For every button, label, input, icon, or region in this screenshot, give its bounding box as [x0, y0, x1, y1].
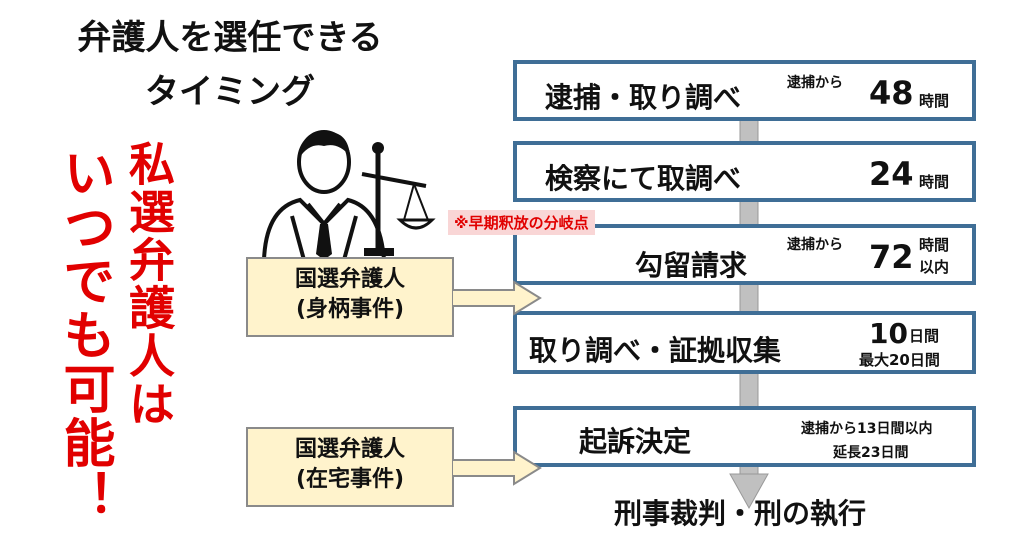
- court-lawyer-at-home: 国選弁護人 (在宅事件): [246, 427, 454, 507]
- step-line2: 延長23日間: [833, 445, 909, 461]
- step-prosecutor: 検察にて取調べ 24 時間: [513, 141, 976, 202]
- step-unit-line2: 以内: [919, 258, 950, 276]
- lawyer-line1: 国選弁護人: [294, 437, 405, 462]
- step-label: 起訴決定: [579, 425, 692, 458]
- scales-icon: [361, 142, 436, 256]
- step-label: 逮捕・取り調べ: [545, 81, 742, 114]
- step-unit: 時間: [919, 173, 950, 191]
- step-arrest: 逮捕・取り調べ 逮捕から 48 時間: [513, 60, 976, 121]
- flow-arrow: [729, 118, 769, 510]
- step-number: 24: [869, 155, 914, 193]
- step-sub: 最大20日間: [859, 351, 940, 369]
- page-title-line1: 弁護人を選任できる: [77, 18, 383, 58]
- slogan-private-lawyer: 私選弁護人は: [122, 140, 176, 428]
- lawyer-line2: (在宅事件): [295, 467, 405, 492]
- step-label: 取り調べ・証拠収集: [529, 334, 782, 367]
- slogan-anytime: いつでも可能！: [54, 146, 114, 524]
- step-prefix: 逮捕から: [787, 75, 843, 91]
- lawyer-icon: [261, 130, 387, 260]
- step-detention-request: 勾留請求 逮捕から 72 時間 以内: [513, 224, 976, 285]
- arrow-right-icon: [452, 450, 542, 486]
- early-release-badge: ※早期釈放の分岐点: [448, 210, 595, 235]
- step-unit: 日間: [909, 327, 940, 345]
- step-number: 48: [869, 74, 914, 112]
- step-investigation: 取り調べ・証拠収集 10 日間 最大20日間: [513, 311, 976, 374]
- lawyer-line1: 国選弁護人: [294, 267, 405, 292]
- step-unit: 時間: [919, 92, 950, 110]
- page-title-line2: タイミング: [145, 72, 315, 112]
- step-label: 検察にて取調べ: [545, 162, 742, 195]
- final-step: 刑事裁判・刑の執行: [614, 497, 867, 530]
- step-unit-line1: 時間: [919, 236, 950, 254]
- step-number: 72: [869, 238, 914, 276]
- arrow-right-icon: [452, 280, 542, 316]
- step-label: 勾留請求: [635, 249, 748, 282]
- step-indictment: 起訴決定 逮捕から13日間以内 延長23日間: [513, 406, 976, 467]
- step-prefix: 逮捕から: [787, 237, 843, 253]
- step-line1: 逮捕から13日間以内: [801, 421, 933, 437]
- lawyer-line2: (身柄事件): [295, 297, 405, 322]
- step-number: 10: [869, 317, 908, 350]
- court-lawyer-custody: 国選弁護人 (身柄事件): [246, 257, 454, 337]
